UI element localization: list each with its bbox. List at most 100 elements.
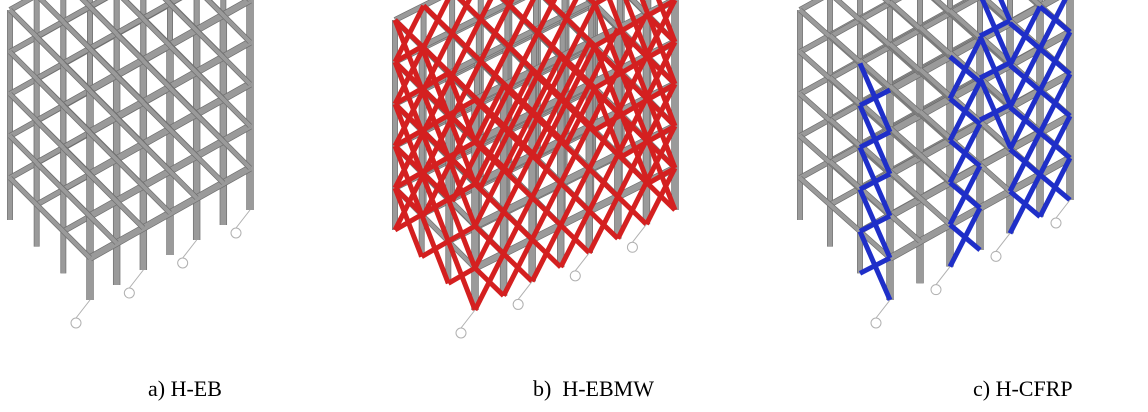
brace (421, 171, 454, 204)
brace (647, 81, 677, 102)
support-leader (182, 239, 198, 259)
brace (948, 54, 982, 84)
support-leader (1055, 199, 1071, 219)
brace (644, 180, 677, 212)
brace (616, 152, 649, 185)
brace (978, 102, 1012, 123)
beam (205, 0, 252, 44)
brace (473, 182, 506, 214)
brace (978, 18, 1012, 39)
brace (620, 55, 650, 75)
brace (507, 45, 540, 77)
support-leader (875, 299, 891, 319)
brace (647, 0, 677, 18)
building-model-h-ebmw (392, 0, 679, 339)
brace (393, 102, 426, 134)
brace (507, 3, 540, 35)
beam (168, 2, 252, 86)
brace (530, 153, 563, 185)
brace (593, 70, 623, 91)
brace (447, 265, 477, 286)
support-symbol (123, 287, 135, 299)
caption-h-ebmw: b) H-EBMW (533, 376, 654, 401)
brace (1038, 172, 1072, 202)
brace (421, 45, 454, 78)
support-symbol (569, 270, 581, 282)
brace (447, 223, 477, 244)
brace (393, 60, 426, 92)
brace (1038, 88, 1072, 118)
brace (1008, 147, 1042, 177)
brace (593, 28, 623, 49)
brace (393, 128, 423, 149)
brace (587, 167, 620, 199)
brace (948, 138, 982, 168)
beam (61, 146, 145, 230)
brace (558, 139, 592, 171)
brace (858, 87, 892, 108)
panel-h-eb: a) H-EB (0, 0, 380, 412)
brace (393, 186, 426, 218)
frame-structure (797, 0, 1074, 329)
brace (858, 129, 892, 150)
brace (858, 213, 892, 234)
brace (478, 0, 494, 21)
brace (558, 223, 592, 255)
brace (507, 87, 540, 119)
brace (564, 100, 597, 132)
brace (421, 87, 454, 120)
brace (858, 171, 892, 192)
brace (393, 18, 426, 50)
support-leader (935, 266, 951, 285)
brace (536, 114, 569, 147)
brace (564, 16, 597, 48)
brace (457, 0, 483, 21)
support-leader (632, 223, 647, 243)
brace (478, 143, 512, 175)
brace (1038, 4, 1072, 34)
brace (501, 251, 534, 284)
brace (450, 73, 483, 105)
brace (564, 58, 597, 90)
brace (473, 266, 506, 298)
brace (948, 222, 982, 252)
brace (393, 144, 426, 176)
brace (558, 181, 592, 213)
panel-h-cfrp: c) H-CFRP (780, 0, 1148, 412)
beam (35, 161, 119, 245)
brace (587, 125, 620, 157)
brace (473, 224, 506, 256)
support-symbol (930, 284, 942, 296)
brace (450, 31, 483, 63)
support-leader (517, 281, 533, 300)
building-model-h-cfrp (797, 0, 1074, 329)
brace (620, 97, 650, 117)
beam (115, 116, 199, 200)
brace (647, 123, 677, 144)
beam (168, 86, 252, 170)
brace (536, 72, 569, 105)
support-symbol (177, 257, 189, 269)
brace (620, 13, 650, 33)
brace (607, 0, 624, 32)
brace (593, 112, 623, 133)
beam (168, 44, 252, 128)
beam (473, 165, 677, 271)
beam (88, 131, 172, 215)
brace (1008, 105, 1042, 135)
support-leader (75, 299, 91, 319)
brace (1038, 130, 1072, 160)
brace (948, 96, 982, 126)
brace (639, 0, 651, 17)
brace (420, 239, 450, 259)
brace (450, 157, 483, 189)
brace (1038, 46, 1072, 76)
brace (858, 255, 892, 276)
support-symbol (1050, 217, 1062, 229)
brace (478, 101, 512, 133)
brace (647, 39, 677, 60)
brace (543, 0, 569, 21)
beam (393, 0, 441, 23)
beam (8, 176, 92, 260)
brace (393, 212, 423, 233)
